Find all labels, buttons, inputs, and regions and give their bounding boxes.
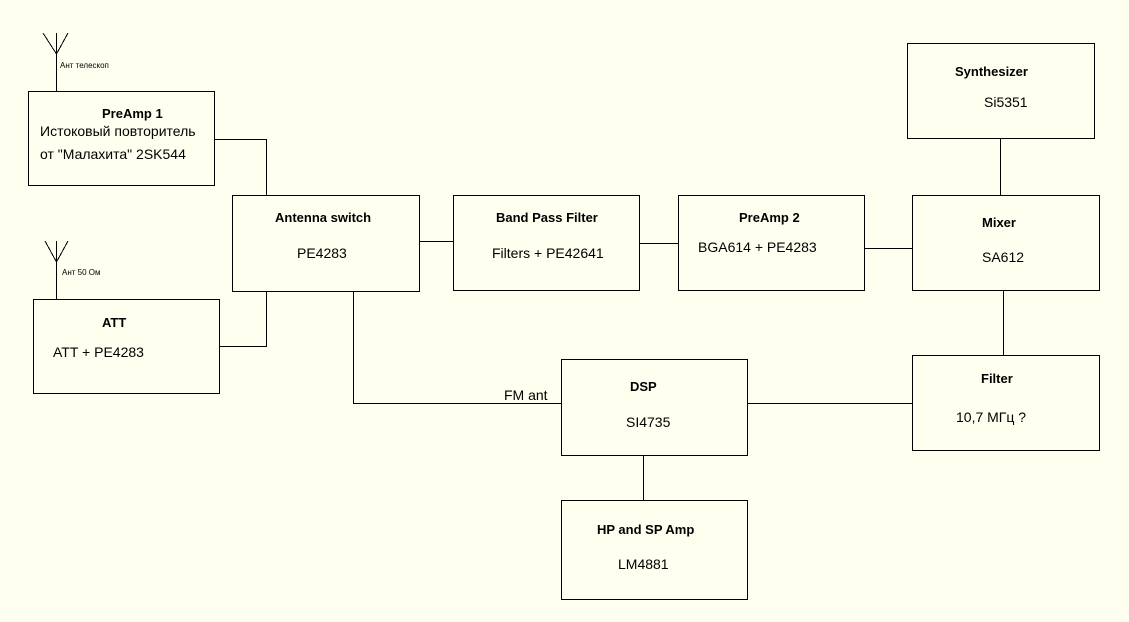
dsp-block: DSP SI4735 <box>561 359 748 456</box>
preamp1-block: PreAmp 1 Истоковый повторитель от "Малах… <box>28 91 215 186</box>
fm-ant-label: FM ant <box>504 387 548 403</box>
preamp1-title: PreAmp 1 <box>102 106 163 121</box>
ohm50-antenna-label: Ант 50 Ом <box>62 268 101 277</box>
preamp2-line1: BGA614 + PE4283 <box>698 239 817 255</box>
att-block: ATT ATT + PE4283 <box>33 299 220 394</box>
wire-preamp1-switch <box>214 139 267 195</box>
hpamp-title: HP and SP Amp <box>597 522 695 537</box>
synth-title: Synthesizer <box>955 64 1028 79</box>
hpamp-line1: LM4881 <box>618 556 669 572</box>
dsp-title: DSP <box>630 379 657 394</box>
mixer-block: Mixer SA612 <box>912 195 1100 291</box>
antenna-switch-title: Antenna switch <box>275 210 372 225</box>
hpamp-block: HP and SP Amp LM4881 <box>561 500 748 600</box>
telescope-antenna-icon <box>42 32 69 91</box>
antenna-switch-line1: PE4283 <box>297 245 347 261</box>
synth-block: Synthesizer Si5351 <box>907 43 1095 139</box>
filter-title: Filter <box>981 371 1013 386</box>
antenna-switch-block: Antenna switch PE4283 <box>232 195 420 292</box>
preamp2-block: PreAmp 2 BGA614 + PE4283 <box>678 195 865 291</box>
preamp1-line2: от "Малахита" 2SK544 <box>40 146 186 162</box>
filter-block: Filter 10,7 МГц ? <box>912 355 1100 451</box>
bpf-line1: Filters + PE42641 <box>492 245 604 261</box>
bpf-title: Band Pass Filter <box>496 210 598 225</box>
filter-line1: 10,7 МГц ? <box>956 409 1027 425</box>
mixer-line1: SA612 <box>982 249 1025 265</box>
att-line1: ATT + PE4283 <box>53 344 144 360</box>
telescope-antenna-label: Ант телескоп <box>60 61 109 70</box>
wire-att-switch <box>220 291 267 347</box>
dsp-line1: SI4735 <box>626 414 671 430</box>
wire-switch-dsp-fm <box>353 291 561 404</box>
preamp2-title: PreAmp 2 <box>739 210 800 225</box>
mixer-title: Mixer <box>982 215 1016 230</box>
bpf-block: Band Pass Filter Filters + PE42641 <box>453 195 640 291</box>
att-title: ATT <box>102 315 127 330</box>
ohm50-antenna-icon <box>44 240 69 299</box>
preamp1-line1: Истоковый повторитель <box>40 123 196 139</box>
synth-line1: Si5351 <box>984 94 1028 110</box>
